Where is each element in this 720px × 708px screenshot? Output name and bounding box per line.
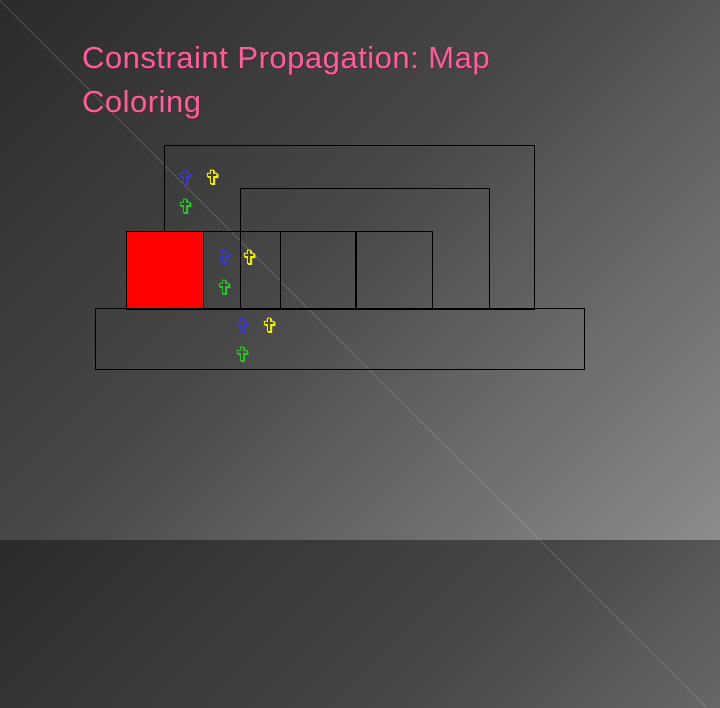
region-left-box-red xyxy=(126,231,204,310)
region-box-3 xyxy=(280,231,357,310)
region-box-4 xyxy=(355,231,433,310)
blue-cross-icon: ✞ xyxy=(234,314,252,338)
blue-cross-icon: ✞ xyxy=(216,246,234,270)
slide-title: Constraint Propagation: Map Coloring xyxy=(82,40,491,119)
green-cross-icon: ✞ xyxy=(177,195,195,219)
yellow-cross-icon: ✞ xyxy=(261,314,279,338)
green-cross-icon: ✞ xyxy=(216,276,234,300)
region-box-2 xyxy=(203,231,281,310)
region-bottom-bar xyxy=(95,308,585,370)
green-cross-icon: ✞ xyxy=(234,343,252,367)
yellow-cross-icon: ✞ xyxy=(241,246,259,270)
blue-cross-icon: ✞ xyxy=(177,166,195,190)
yellow-cross-icon: ✞ xyxy=(204,166,222,190)
